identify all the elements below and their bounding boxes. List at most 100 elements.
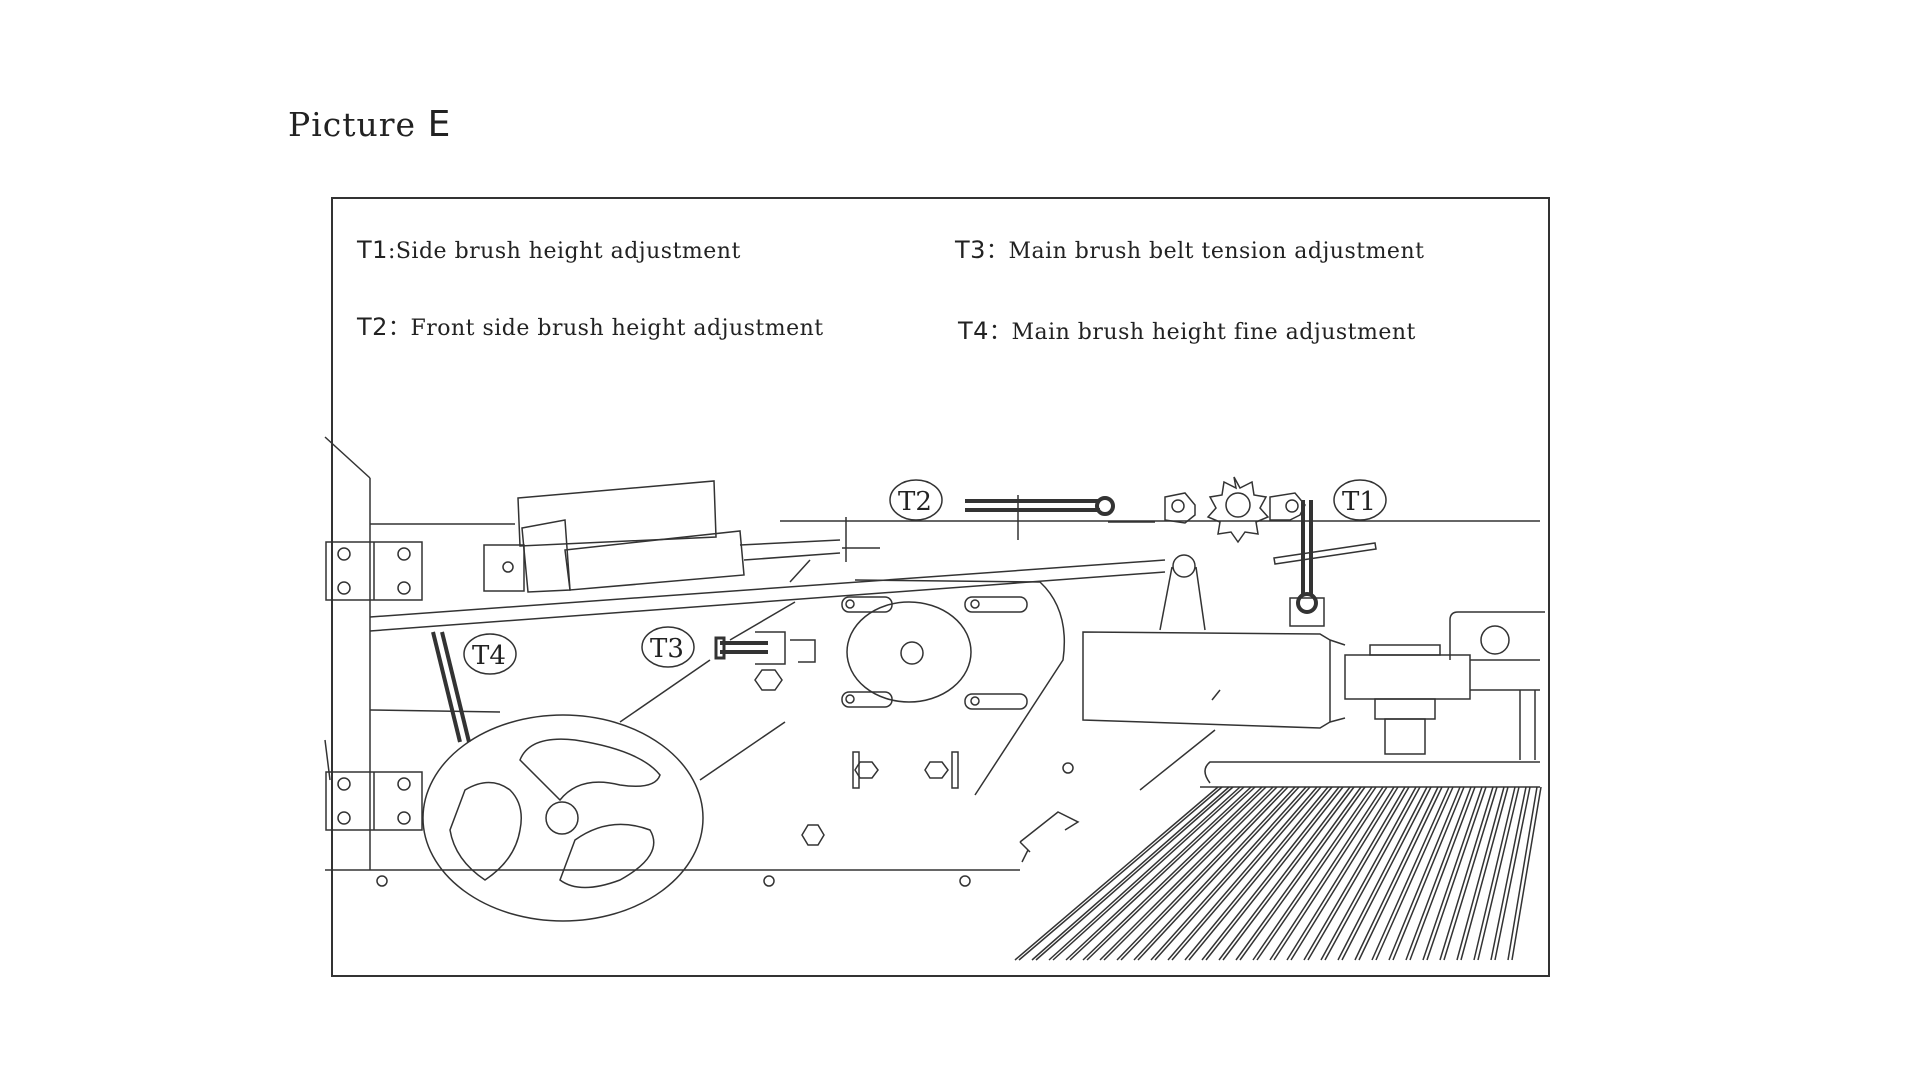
bristle-line bbox=[1392, 786, 1465, 961]
legend-code: T3 bbox=[955, 236, 986, 264]
bristle-line bbox=[1320, 786, 1417, 961]
bristle-line bbox=[1154, 786, 1311, 961]
belt-tension-bolt bbox=[714, 631, 816, 691]
bristle-line bbox=[1511, 786, 1542, 961]
tie-bar bbox=[369, 559, 1166, 632]
legend-item-t2: T2：Front side brush height adjustment bbox=[357, 310, 824, 342]
bristle-line bbox=[1235, 786, 1362, 961]
bristle-line bbox=[1218, 786, 1351, 961]
fasteners bbox=[376, 751, 1080, 887]
bristle-line bbox=[1290, 786, 1399, 961]
bristle-line bbox=[1116, 786, 1285, 961]
side-brush-rod bbox=[1273, 500, 1377, 627]
bristle-line bbox=[1018, 786, 1223, 961]
bristle-line bbox=[1099, 786, 1274, 961]
bristle-line bbox=[1184, 786, 1329, 961]
bristle-line bbox=[1031, 786, 1230, 961]
bristle-line bbox=[1307, 786, 1410, 961]
callout-t3: T3 bbox=[641, 626, 695, 668]
bristle-line bbox=[1137, 786, 1300, 961]
legend-text: Side brush height adjustment bbox=[395, 239, 741, 264]
bristle-line bbox=[1494, 786, 1531, 961]
top-rail bbox=[370, 520, 1540, 525]
legend-sep: ： bbox=[985, 239, 1009, 264]
bristle-line bbox=[1188, 786, 1333, 961]
page-title: Picture E bbox=[288, 104, 451, 145]
bristle-line bbox=[1014, 786, 1219, 961]
bristle-line bbox=[1460, 786, 1509, 961]
bristle-line bbox=[1269, 786, 1384, 961]
bristle-line bbox=[1256, 786, 1377, 961]
bristle-line bbox=[1473, 786, 1516, 961]
bristle-line bbox=[1252, 786, 1373, 961]
bristle-line bbox=[1388, 786, 1461, 961]
brush-bristles bbox=[1014, 786, 1542, 961]
motor-body bbox=[1082, 611, 1545, 760]
callout-t1: T1 bbox=[1333, 479, 1387, 521]
bristle-line bbox=[1205, 786, 1344, 961]
bristle-line bbox=[1171, 786, 1322, 961]
support-post bbox=[1159, 554, 1206, 631]
legend-code: T2 bbox=[357, 313, 388, 341]
bristle-line bbox=[1337, 786, 1428, 961]
lower-hinge bbox=[325, 771, 423, 831]
bristle-line bbox=[1443, 786, 1498, 961]
bristle-line bbox=[1405, 786, 1472, 961]
bristle-line bbox=[1086, 786, 1267, 961]
legend-sep: ： bbox=[988, 320, 1012, 345]
cylinder-body bbox=[483, 480, 880, 593]
bristle-line bbox=[1371, 786, 1450, 961]
bristle-line bbox=[1065, 786, 1252, 961]
bristle-line bbox=[1324, 786, 1421, 961]
callout-t1-label: T1 bbox=[1342, 487, 1376, 517]
callout-t4: T4 bbox=[463, 633, 517, 675]
bristle-line bbox=[1082, 786, 1263, 961]
legend-sep: : bbox=[387, 239, 396, 264]
pulley-plate bbox=[729, 559, 1066, 796]
bristle-line bbox=[1035, 786, 1234, 961]
bristle-line bbox=[1456, 786, 1505, 961]
legend-item-t1: T1:Side brush height adjustment bbox=[357, 236, 741, 264]
bristle-line bbox=[1409, 786, 1476, 961]
bristle-line bbox=[1052, 786, 1245, 961]
legend-code: T1 bbox=[357, 236, 388, 264]
bristle-line bbox=[1167, 786, 1318, 961]
bristle-line bbox=[1103, 786, 1278, 961]
bristle-line bbox=[1286, 786, 1395, 961]
bristle-line bbox=[1048, 786, 1241, 961]
bristle-line bbox=[1354, 786, 1439, 961]
bristle-line bbox=[1477, 786, 1520, 961]
bristle-line bbox=[1150, 786, 1307, 961]
title-prefix: Picture bbox=[288, 105, 417, 144]
legend-text: Front side brush height adjustment bbox=[410, 316, 824, 341]
bristle-line bbox=[1222, 786, 1355, 961]
legend-item-t3: T3：Main brush belt tension adjustment bbox=[955, 233, 1424, 265]
bristle-line bbox=[1303, 786, 1406, 961]
front-brush-rod bbox=[965, 495, 1155, 540]
sprocket bbox=[1164, 476, 1306, 544]
callout-t2: T2 bbox=[889, 479, 943, 521]
legend-sep: ： bbox=[387, 316, 411, 341]
bristle-line bbox=[1439, 786, 1494, 961]
bristle-line bbox=[1341, 786, 1432, 961]
left-frame bbox=[324, 436, 1020, 871]
bristle-line bbox=[1069, 786, 1256, 961]
bristle-line bbox=[1490, 786, 1527, 961]
callout-t4-label: T4 bbox=[472, 641, 506, 671]
legend-text: Main brush height fine adjustment bbox=[1011, 320, 1416, 345]
callout-t3-label: T3 bbox=[650, 634, 684, 664]
bristle-line bbox=[1273, 786, 1388, 961]
bristle-line bbox=[1507, 786, 1538, 961]
bristle-line bbox=[1422, 786, 1483, 961]
diagram-frame bbox=[331, 197, 1550, 977]
upper-hinge bbox=[325, 541, 423, 601]
bristle-line bbox=[1133, 786, 1296, 961]
legend-text: Main brush belt tension adjustment bbox=[1008, 239, 1425, 264]
legend-item-t4: T4：Main brush height fine adjustment bbox=[958, 314, 1416, 346]
bristle-line bbox=[1375, 786, 1454, 961]
bristle-line bbox=[1426, 786, 1487, 961]
title-letter: E bbox=[427, 104, 452, 145]
bristle-line bbox=[1239, 786, 1366, 961]
handwheel bbox=[422, 659, 786, 922]
